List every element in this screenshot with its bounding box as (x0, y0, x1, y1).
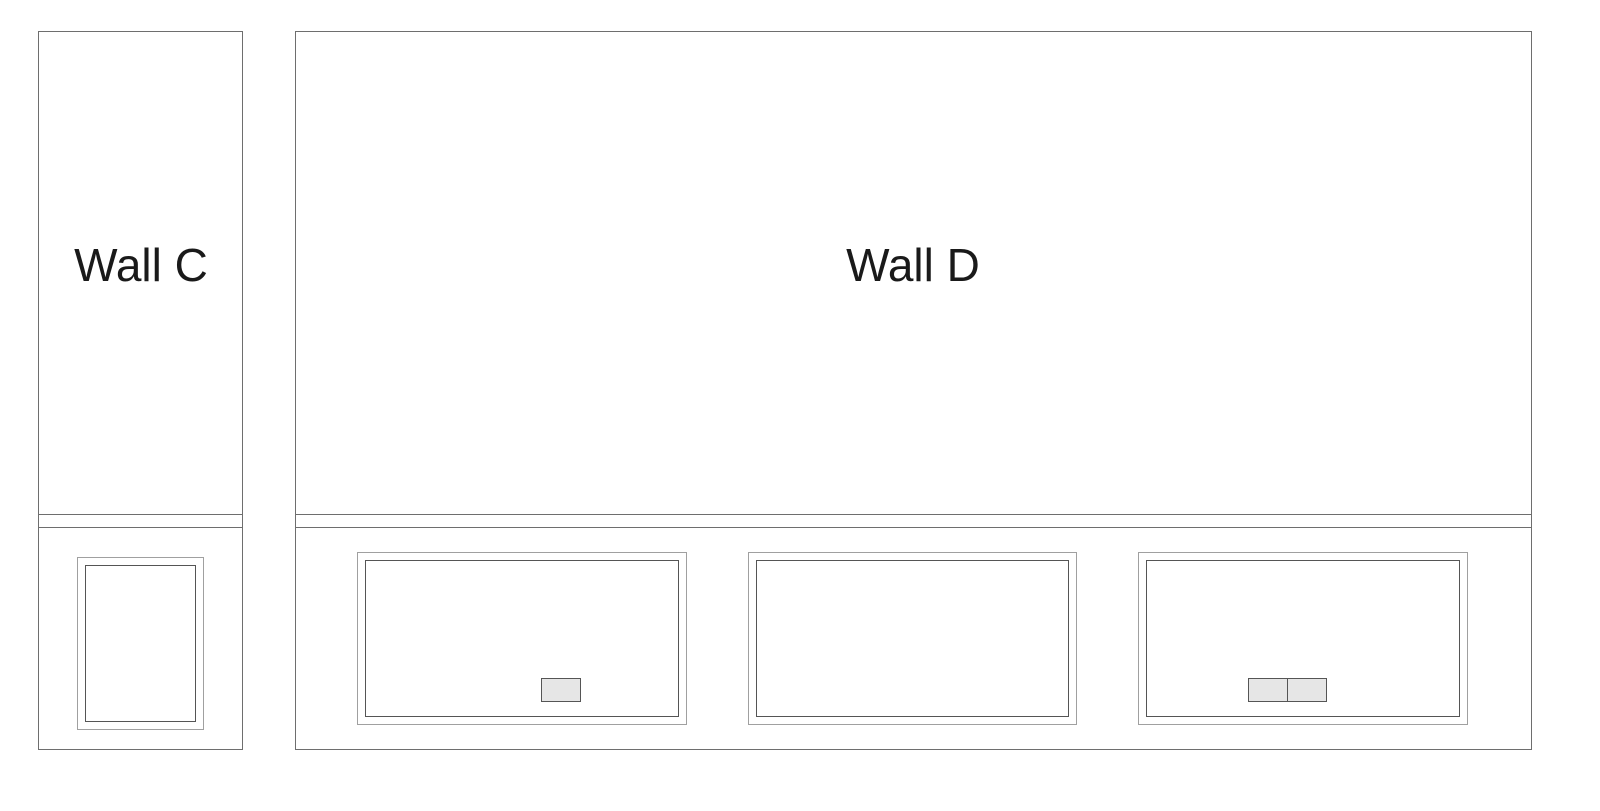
wall-c-label: Wall C (74, 239, 208, 291)
wall-d-panel-3-outer (1138, 552, 1468, 725)
wall-c (38, 31, 243, 750)
outlet-double-right-icon (1287, 678, 1327, 702)
wall-d-panel-2-inner (756, 560, 1069, 717)
wall-c-panel-outer (77, 557, 204, 730)
outlet-single-icon (541, 678, 581, 702)
outlet-double-left-icon (1248, 678, 1288, 702)
wall-d-chair-rail (295, 514, 1532, 528)
wall-d-label: Wall D (846, 239, 980, 291)
wall-c-panel-inner (85, 565, 196, 722)
wall-d-panel-2-outer (748, 552, 1077, 725)
wall-d (295, 31, 1532, 750)
wall-c-chair-rail (38, 514, 243, 528)
wall-d-panel-1-outer (357, 552, 687, 725)
wall-d-panel-1-inner (365, 560, 679, 717)
wall-d-panel-3-inner (1146, 560, 1460, 717)
